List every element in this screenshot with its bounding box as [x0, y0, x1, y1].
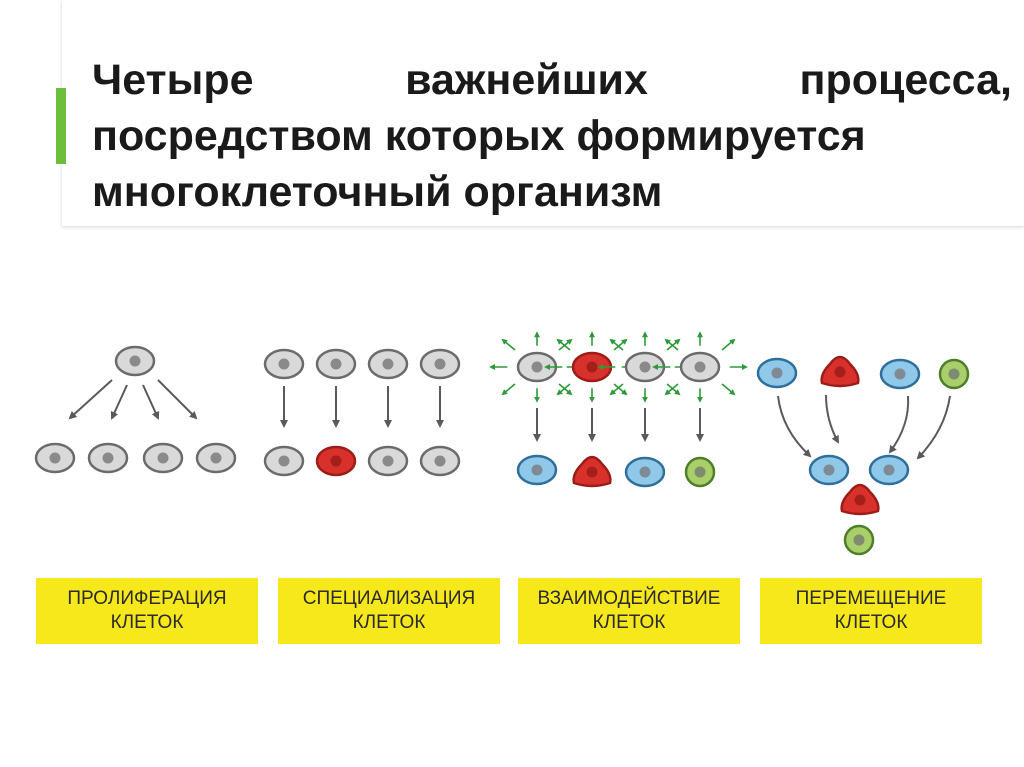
- title-line-1: Четыре важнейших процесса,: [92, 52, 1012, 108]
- migration-cluster-cell-4-nucleus: [853, 534, 865, 546]
- slide-title: Четыре важнейших процесса, посредством к…: [92, 52, 1012, 220]
- migration-top-cell-3-nucleus: [894, 368, 906, 380]
- accent-bar: [56, 88, 66, 164]
- migration-top-cell-1-nucleus: [771, 367, 783, 379]
- title-line-2: посредством которых формируется: [92, 112, 866, 160]
- label-proliferation-line1: ПРОЛИФЕРАЦИЯ: [67, 588, 227, 609]
- interaction-signal-4-8: [721, 383, 736, 396]
- interaction-signal-3-1: [609, 338, 624, 351]
- label-interaction-line1: ВЗАИМОДЕЙСТВИЕ: [537, 588, 721, 609]
- interaction-bottom-cell-1-nucleus: [531, 464, 543, 476]
- migration-cluster-cell-3-nucleus: [854, 494, 866, 506]
- title-line-3: многоклеточный организм: [92, 168, 663, 216]
- label-specialization-line2: КЛЕТОК: [352, 612, 426, 633]
- specialization-bottom-cell-4-nucleus: [434, 455, 446, 467]
- interaction-signal-1-1: [501, 338, 516, 351]
- label-migration: ПЕРЕМЕЩЕНИЕ КЛЕТОК: [760, 578, 982, 644]
- interaction-signal-2-3: [613, 338, 628, 351]
- interaction-signal-2-6: [556, 383, 571, 396]
- proliferation-arrow-3: [142, 384, 160, 420]
- specialization-top-cell-3-nucleus: [382, 358, 394, 370]
- interaction-signal-2-1: [556, 338, 571, 351]
- proliferation-parent-cell-nucleus: [129, 355, 141, 367]
- interaction-signal-4-6: [664, 383, 679, 396]
- interaction-signal-1-6: [501, 383, 516, 396]
- specialization-bottom-cell-1-nucleus: [278, 455, 290, 467]
- interaction-top-cell-4-nucleus: [694, 361, 706, 373]
- specialization-top-cell-4-nucleus: [434, 358, 446, 370]
- interaction-top-cell-2-nucleus: [586, 361, 598, 373]
- migration-arrow-2: [825, 394, 839, 444]
- label-interaction: ВЗАИМОДЕЙСТВИЕ КЛЕТОК: [518, 578, 740, 644]
- proliferation-daughter-cell-2-nucleus: [102, 452, 114, 464]
- proliferation-daughter-cell-4-nucleus: [210, 452, 222, 464]
- label-specialization-line1: СПЕЦИАЛИЗАЦИЯ: [302, 588, 476, 609]
- processes-diagram: [34, 331, 970, 556]
- label-specialization: СПЕЦИАЛИЗАЦИЯ КЛЕТОК: [278, 578, 500, 644]
- proliferation-arrow-1: [68, 379, 113, 420]
- title-word-1: Четыре: [92, 56, 254, 104]
- interaction-signal-4-1: [664, 338, 679, 351]
- interaction-bottom-cell-4-nucleus: [694, 466, 706, 478]
- specialization-top-cell-1-nucleus: [278, 358, 290, 370]
- migration-arrow-3: [888, 395, 910, 454]
- proliferation-daughter-cell-1-nucleus: [49, 452, 61, 464]
- specialization-bottom-cell-3-nucleus: [382, 455, 394, 467]
- migration-arrow-1: [777, 395, 812, 458]
- label-interaction-line2: КЛЕТОК: [592, 612, 666, 633]
- interaction-signal-4-3: [721, 338, 736, 351]
- interaction-top-cell-1-nucleus: [531, 361, 543, 373]
- migration-top-cell-4-nucleus: [948, 368, 960, 380]
- label-migration-line2: КЛЕТОК: [834, 612, 908, 633]
- interaction-bottom-cell-2-nucleus: [586, 466, 598, 478]
- specialization-bottom-cell-2-nucleus: [330, 455, 342, 467]
- label-proliferation-line2: КЛЕТОК: [110, 612, 184, 633]
- title-word-2: важнейших: [405, 56, 648, 104]
- migration-cluster-cell-2-nucleus: [883, 464, 895, 476]
- label-migration-line1: ПЕРЕМЕЩЕНИЕ: [795, 588, 947, 609]
- migration-top-cell-2-nucleus: [834, 366, 846, 378]
- proliferation-daughter-cell-3-nucleus: [157, 452, 169, 464]
- title-box: [62, 0, 1024, 226]
- migration-cluster-cell-1-nucleus: [823, 464, 835, 476]
- interaction-bottom-cell-3-nucleus: [639, 466, 651, 478]
- migration-arrow-4: [916, 395, 951, 460]
- specialization-top-cell-2-nucleus: [330, 358, 342, 370]
- proliferation-arrow-2: [110, 384, 128, 420]
- label-proliferation: ПРОЛИФЕРАЦИЯ КЛЕТОК: [36, 578, 258, 644]
- interaction-top-cell-3-nucleus: [639, 361, 651, 373]
- proliferation-arrow-4: [157, 379, 198, 420]
- interaction-signal-3-6: [609, 383, 624, 396]
- interaction-signal-2-8: [613, 383, 628, 396]
- title-word-3: процесса,: [799, 56, 1012, 104]
